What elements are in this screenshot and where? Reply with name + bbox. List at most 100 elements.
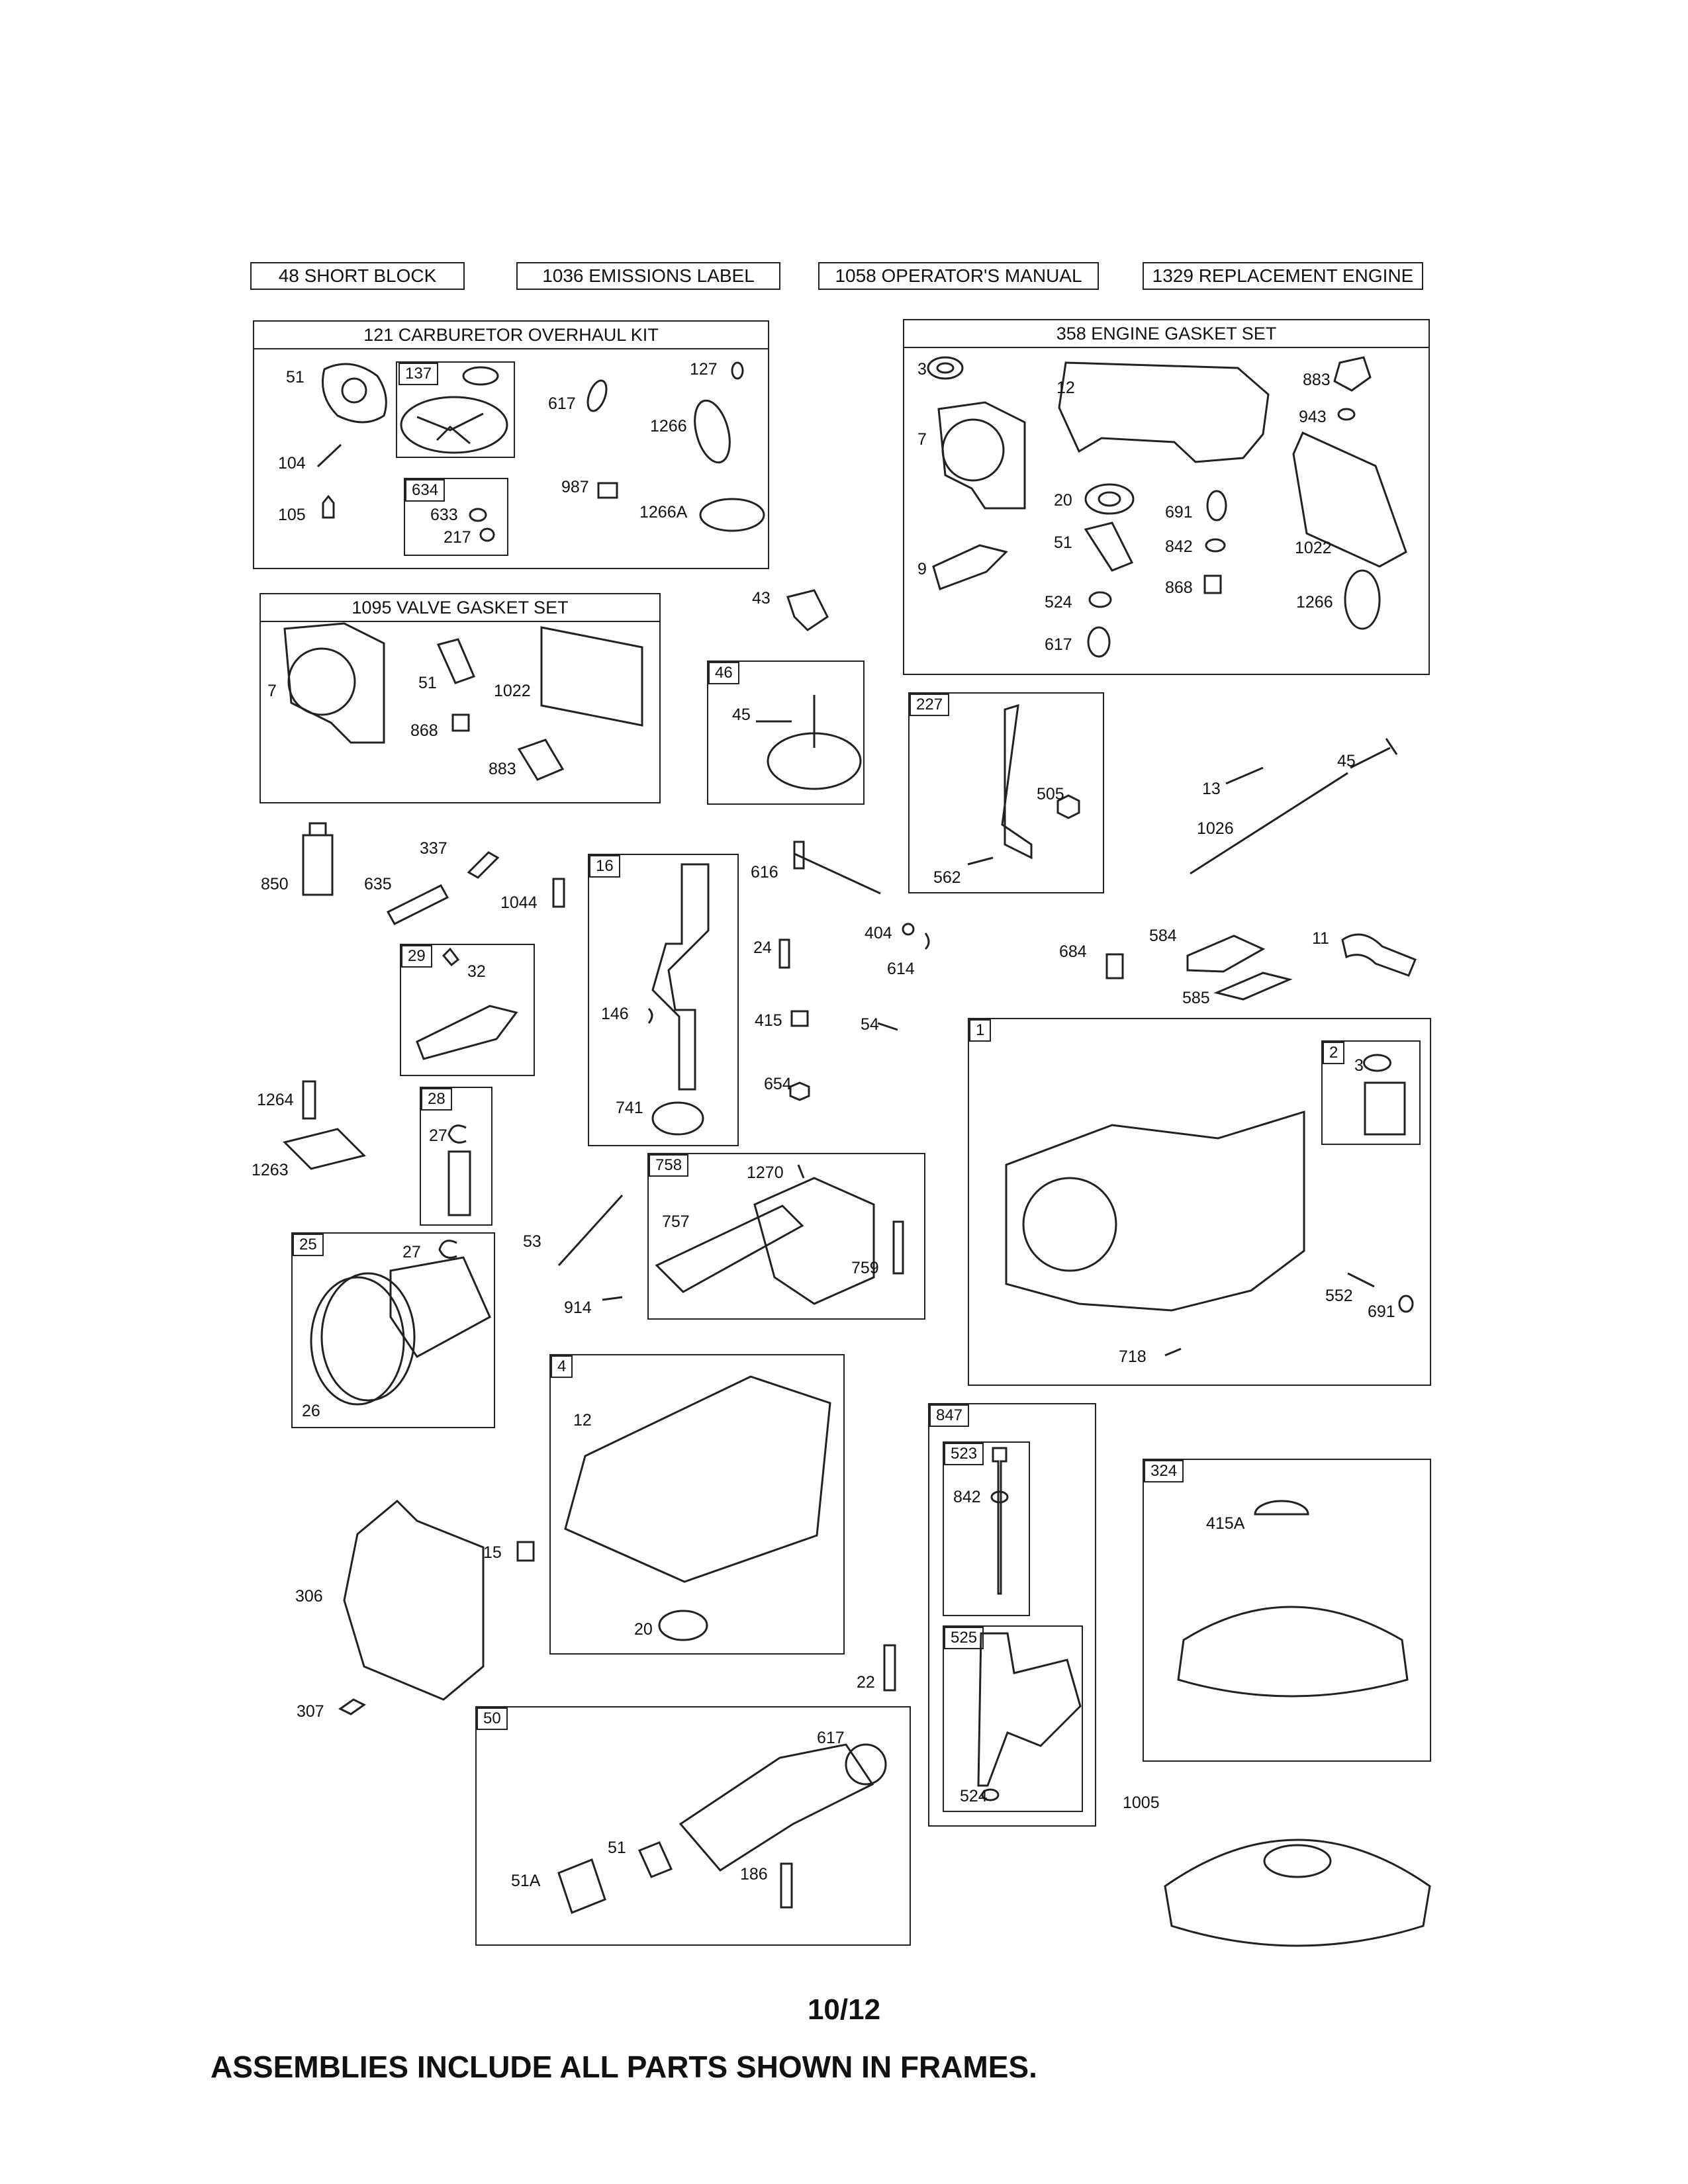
part-label: 654 bbox=[764, 1075, 792, 1093]
part-label: 15 bbox=[483, 1543, 502, 1562]
part-label: 306 bbox=[295, 1587, 323, 1606]
part-label: 718 bbox=[1119, 1347, 1147, 1366]
part-label: 415A bbox=[1206, 1514, 1245, 1533]
plate-1263 bbox=[283, 1128, 366, 1170]
pin-759 bbox=[892, 1220, 904, 1275]
gasket-51-carb-hole bbox=[341, 377, 367, 404]
part-label: 45 bbox=[732, 705, 751, 724]
cup-868-b bbox=[451, 713, 470, 732]
intake-manifold-50 bbox=[679, 1743, 874, 1872]
cap-415 bbox=[790, 1010, 809, 1027]
part-label: 883 bbox=[489, 760, 516, 778]
bolt-684 bbox=[1105, 953, 1124, 979]
gasket-1022-valve bbox=[1292, 432, 1407, 568]
seal-3 bbox=[927, 356, 964, 380]
frame-523 bbox=[943, 1441, 1030, 1616]
cup-987 bbox=[597, 482, 618, 499]
part-label: 883 bbox=[1303, 371, 1331, 389]
gasket-7-valve-bore bbox=[287, 647, 356, 716]
part-label: 1270 bbox=[747, 1163, 784, 1182]
cap-415A bbox=[1254, 1500, 1309, 1516]
tag-1: 1 bbox=[969, 1019, 992, 1042]
frame-46 bbox=[707, 660, 865, 805]
frame-4 bbox=[549, 1354, 845, 1655]
seal-20-a-inner bbox=[1098, 491, 1121, 507]
frame-227 bbox=[908, 692, 1104, 893]
part-label: 850 bbox=[261, 875, 289, 893]
piston-ring-26 bbox=[310, 1276, 405, 1406]
part-label: 505 bbox=[1037, 785, 1064, 803]
part-label: 53 bbox=[523, 1232, 541, 1251]
sump-4 bbox=[564, 1375, 831, 1583]
bracket-757 bbox=[655, 1205, 804, 1293]
part-label: 51 bbox=[418, 674, 437, 692]
frame-title: 121 CARBURETOR OVERHAUL KIT bbox=[254, 322, 768, 349]
tag-758: 758 bbox=[649, 1154, 689, 1177]
frame-525 bbox=[943, 1625, 1083, 1812]
bracket-758-body bbox=[753, 1177, 875, 1305]
part-label: 1044 bbox=[500, 893, 538, 912]
frame-25 bbox=[291, 1232, 495, 1428]
part-label: 7 bbox=[267, 682, 277, 700]
gear-741 bbox=[651, 1101, 704, 1136]
frame-28 bbox=[420, 1087, 492, 1226]
tag-525: 525 bbox=[944, 1627, 984, 1649]
part-label: 1026 bbox=[1197, 819, 1234, 838]
part-label: 51A bbox=[511, 1872, 541, 1890]
part-label: 24 bbox=[753, 938, 772, 957]
screw-54 bbox=[877, 1022, 898, 1031]
gasket-51A bbox=[557, 1858, 606, 1914]
oring-842-b bbox=[990, 1490, 1009, 1504]
part-label: 868 bbox=[1165, 578, 1193, 597]
part-label: 691 bbox=[1368, 1302, 1395, 1321]
tag-28: 28 bbox=[421, 1088, 452, 1111]
plug-337 bbox=[467, 851, 500, 879]
frame-title: 358 ENGINE GASKET SET bbox=[904, 320, 1429, 348]
dipstick-523 bbox=[992, 1447, 1008, 1595]
screw-13 bbox=[1225, 766, 1264, 785]
tag-847: 847 bbox=[929, 1404, 970, 1427]
part-label: 12 bbox=[1056, 379, 1075, 397]
clip-27-a bbox=[447, 1124, 467, 1144]
tag-523: 523 bbox=[944, 1443, 984, 1465]
part-label: 20 bbox=[634, 1620, 653, 1639]
diaphragm-137 bbox=[400, 396, 508, 454]
oring-842-a bbox=[1205, 538, 1226, 553]
part-label: 562 bbox=[933, 868, 961, 887]
part-label: 27 bbox=[402, 1243, 421, 1261]
gasket-1022-valve-b bbox=[540, 626, 643, 727]
key-146 bbox=[647, 1007, 653, 1024]
part-label: 415 bbox=[755, 1011, 782, 1030]
stud-53 bbox=[557, 1194, 624, 1267]
part-label: 127 bbox=[690, 360, 718, 379]
part-label: 54 bbox=[861, 1015, 879, 1034]
shroud-306 bbox=[343, 1499, 485, 1701]
tag-16: 16 bbox=[589, 855, 620, 878]
bracket-584 bbox=[1186, 934, 1266, 973]
part-label: 617 bbox=[1045, 635, 1072, 654]
gasket-7-head bbox=[937, 401, 1026, 510]
oring-524-b bbox=[981, 1788, 1000, 1801]
label-operators-manual: 1058 OPERATOR'S MANUAL bbox=[818, 262, 1099, 290]
pin-552 bbox=[1347, 1272, 1375, 1288]
part-label: 1264 bbox=[257, 1091, 294, 1109]
frame-valve-gasket-set: 1095 VALVE GASKET SET bbox=[259, 593, 661, 803]
part-label: 3 bbox=[1354, 1056, 1364, 1075]
oring-1266-carb bbox=[694, 399, 731, 464]
seal-20-b bbox=[658, 1610, 708, 1641]
part-label: 9 bbox=[917, 560, 927, 578]
part-label: 842 bbox=[953, 1488, 981, 1506]
part-label: 12 bbox=[573, 1411, 592, 1430]
gasket-585 bbox=[1213, 972, 1293, 1001]
gasket-51-intake bbox=[1084, 522, 1134, 572]
fan-1005-hub bbox=[1263, 1844, 1332, 1878]
clip-27-b bbox=[438, 1240, 457, 1259]
part-label: 684 bbox=[1059, 942, 1087, 961]
part-label: 617 bbox=[817, 1729, 845, 1747]
part-label: 914 bbox=[564, 1298, 592, 1317]
part-label: 51 bbox=[286, 368, 305, 387]
screw-914 bbox=[602, 1296, 623, 1301]
oring-943 bbox=[1337, 408, 1356, 421]
part-label: 307 bbox=[297, 1702, 324, 1721]
